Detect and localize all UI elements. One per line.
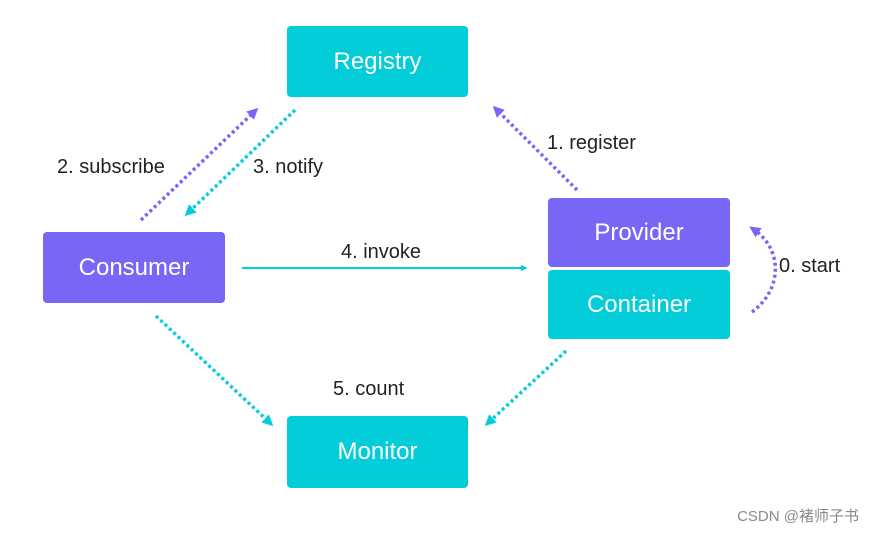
count-label: 5. count xyxy=(333,378,405,400)
monitor-label: Monitor xyxy=(337,438,418,465)
subscribe-arrow xyxy=(139,107,259,222)
monitor-node: Monitor xyxy=(287,416,468,488)
invoke-label: 4. invoke xyxy=(341,241,422,263)
consumer-node: Consumer xyxy=(43,232,225,303)
start-label: 0. start xyxy=(779,255,841,277)
subscribe-label: 2. subscribe xyxy=(57,156,165,178)
count-arrow-consumer xyxy=(154,314,274,427)
count-arrow-provider xyxy=(484,349,568,427)
container-label: Container xyxy=(586,290,692,318)
notify-arrow xyxy=(184,108,297,217)
register-label: 1. register xyxy=(547,132,636,154)
container-node: Container xyxy=(548,270,730,339)
watermark: CSDN @褚师子书 xyxy=(737,508,859,525)
start-arrow xyxy=(749,226,777,314)
consumer-label: Consumer xyxy=(78,253,190,281)
provider-node: Provider xyxy=(548,198,730,267)
registry-label: Registry xyxy=(333,47,422,75)
register-arrow xyxy=(492,105,579,192)
registry-node: Registry xyxy=(287,26,468,97)
provider-label: Provider xyxy=(594,218,684,246)
notify-label: 3. notify xyxy=(253,156,324,178)
